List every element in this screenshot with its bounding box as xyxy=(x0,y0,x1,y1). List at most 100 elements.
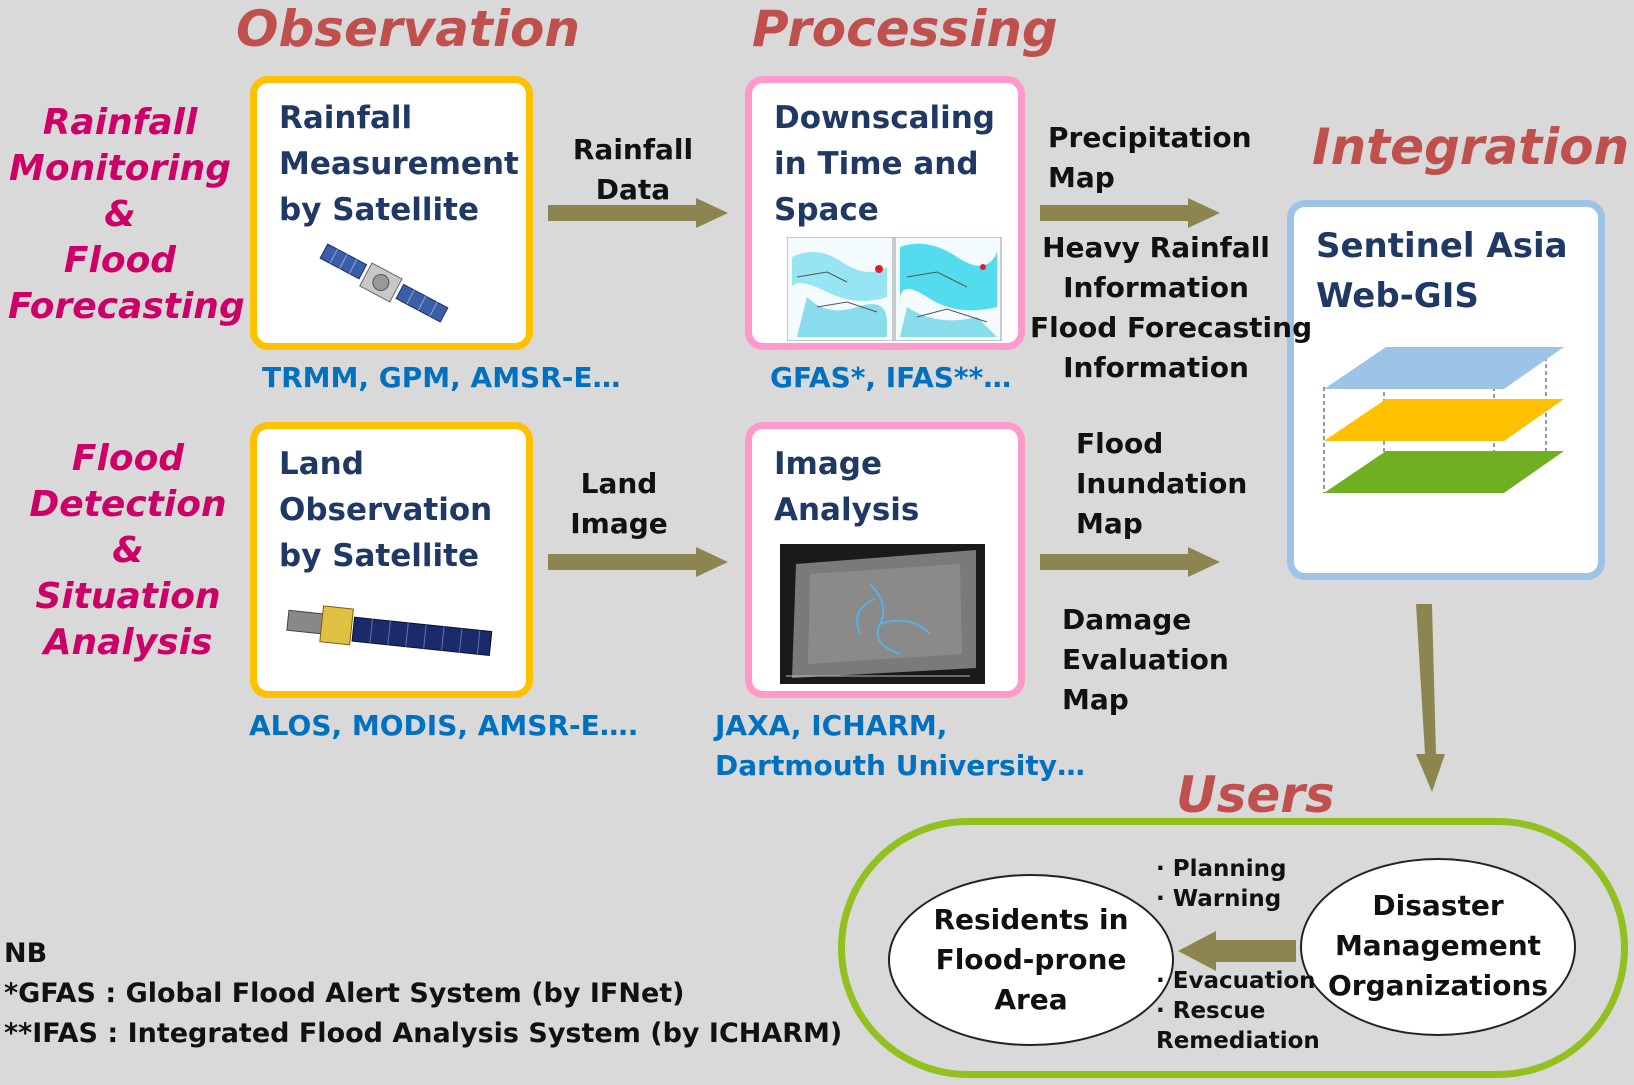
label-line: Data xyxy=(595,173,671,206)
residents-label: Residents in Flood-prone Area xyxy=(890,900,1172,1020)
label-damage-evaluation: Damage Evaluation Map xyxy=(1062,600,1229,720)
arrow-dmo-to-residents xyxy=(1178,931,1296,971)
row-label-flood: Flood Detection & Situation Analysis xyxy=(14,436,242,666)
row-label-line: Flood xyxy=(71,438,185,479)
label-line: Map xyxy=(1076,507,1143,540)
residents-ellipse: Residents in Flood-prone Area xyxy=(888,874,1174,1046)
box-title-line: Image xyxy=(774,446,882,482)
gis-layers-icon xyxy=(1323,347,1564,493)
row-label-line: & xyxy=(104,194,136,235)
label-line: Information xyxy=(1063,351,1249,384)
dmo-label: Disaster Management Organizations xyxy=(1302,886,1574,1006)
box-rainfall-measurement: Rainfall Measurement by Satellite xyxy=(250,76,533,350)
source-image-analysis: JAXA, ICHARM, Dartmouth University… xyxy=(715,706,1085,786)
footnotes: NB *GFAS : Global Flood Alert System (by… xyxy=(4,934,842,1054)
satellite-icon xyxy=(286,605,493,657)
dmo-line: Management xyxy=(1334,929,1542,962)
arrow-flood-map xyxy=(1040,547,1220,577)
bullets-planning-warning: · Planning · Warning xyxy=(1156,854,1286,914)
box-title-line: Sentinel Asia xyxy=(1316,226,1568,266)
row-label-line: & xyxy=(112,530,144,571)
label-line: Heavy Rainfall xyxy=(1042,231,1270,264)
box-title-line: by Satellite xyxy=(279,192,480,228)
bullets-evacuation-rescue: · Evacuation · Rescue Remediation xyxy=(1156,966,1320,1056)
box-title-line: Observation xyxy=(279,492,493,528)
heading-processing: Processing xyxy=(752,0,1058,58)
box-image-analysis: Image Analysis xyxy=(745,422,1025,698)
row-label-line: Analysis xyxy=(43,622,213,663)
label-line: Precipitation xyxy=(1048,121,1252,154)
box-title: Image Analysis xyxy=(774,441,919,533)
row-label-line: Forecasting xyxy=(8,286,245,327)
residents-line: Area xyxy=(994,983,1068,1016)
heading-users: Users xyxy=(1176,766,1335,824)
arrow-precipitation xyxy=(1040,198,1220,228)
heading-observation: Observation xyxy=(236,0,580,58)
box-title: Land Observation by Satellite xyxy=(279,441,492,579)
box-web-gis: Sentinel Asia Web-GIS xyxy=(1287,200,1605,580)
label-line: Flood Forecasting xyxy=(1030,311,1313,344)
box-downscaling: Downscaling in Time and Space xyxy=(745,76,1025,350)
footnote-line: **IFAS : Integrated Flood Analysis Syste… xyxy=(4,1018,843,1049)
box-title-line: Rainfall xyxy=(279,100,413,136)
source-rainfall-satellites: TRMM, GPM, AMSR-E… xyxy=(262,361,621,394)
dmo-ellipse: Disaster Management Organizations xyxy=(1300,858,1576,1036)
bullet-item: · Rescue xyxy=(1156,998,1266,1024)
box-title: Rainfall Measurement by Satellite xyxy=(279,95,519,233)
label-line: Map xyxy=(1048,161,1115,194)
footnote-line: *GFAS : Global Flood Alert System (by IF… xyxy=(4,978,685,1009)
arrow-land-image xyxy=(548,547,728,577)
label-line: Information xyxy=(1063,271,1249,304)
label-line: Evaluation xyxy=(1062,643,1229,676)
box-land-observation: Land Observation by Satellite xyxy=(250,422,533,698)
satellite-image xyxy=(780,544,985,684)
label-line: Rainfall xyxy=(572,133,694,166)
arrow-to-users xyxy=(1416,604,1445,792)
bullet-item: Remediation xyxy=(1156,1028,1320,1054)
label-land-image: Land Image xyxy=(560,464,678,544)
label-line: Land xyxy=(580,467,658,500)
arrow-rainfall-data xyxy=(548,198,728,228)
box-title-line: Web-GIS xyxy=(1316,276,1479,316)
footnote-line: NB xyxy=(4,938,48,969)
box-title-line: Land xyxy=(279,446,364,482)
box-title: Downscaling in Time and Space xyxy=(774,95,995,233)
bullet-item: · Planning xyxy=(1156,856,1287,882)
box-title-line: by Satellite xyxy=(279,538,480,574)
label-line: Inundation xyxy=(1076,467,1248,500)
row-label-line: Flood xyxy=(63,240,177,281)
label-flood-inundation: Flood Inundation Map xyxy=(1076,424,1247,544)
label-line: Map xyxy=(1062,683,1129,716)
box-title-line: Space xyxy=(774,192,879,228)
source-land-satellites: ALOS, MODIS, AMSR-E…. xyxy=(249,709,639,742)
box-title-line: Downscaling xyxy=(774,100,995,136)
row-label-line: Detection xyxy=(29,484,227,525)
box-title: Sentinel Asia Web-GIS xyxy=(1316,221,1568,321)
bullet-item: · Evacuation xyxy=(1156,968,1316,994)
label-heavy-rainfall: Heavy Rainfall Information Flood Forecas… xyxy=(1030,228,1313,388)
residents-line: Residents in xyxy=(933,903,1129,936)
source-line: JAXA, ICHARM, xyxy=(715,709,948,742)
box-title-line: Analysis xyxy=(774,492,920,528)
label-line: Damage xyxy=(1062,603,1192,636)
label-rainfall-data: Rainfall Data xyxy=(568,130,698,210)
row-label-line: Rainfall xyxy=(42,102,198,143)
row-label-line: Monitoring xyxy=(9,148,231,189)
row-label-rainfall: Rainfall Monitoring & Flood Forecasting xyxy=(8,100,245,330)
bullet-item: · Warning xyxy=(1156,886,1282,912)
label-precipitation-map: Precipitation Map xyxy=(1048,118,1252,198)
source-line: Dartmouth University… xyxy=(715,749,1085,782)
box-title-line: in Time and xyxy=(774,146,979,182)
row-label-line: Situation xyxy=(35,576,221,617)
box-title-line: Measurement xyxy=(279,146,519,182)
label-line: Flood xyxy=(1076,427,1164,460)
heading-integration: Integration xyxy=(1312,118,1630,176)
residents-line: Flood-prone xyxy=(935,943,1127,976)
label-line: Image xyxy=(570,507,668,540)
users-container xyxy=(838,818,1628,1078)
dmo-line: Organizations xyxy=(1327,969,1549,1002)
precipitation-map-image xyxy=(787,237,1002,341)
dmo-line: Disaster xyxy=(1372,889,1504,922)
satellite-icon xyxy=(319,243,449,323)
